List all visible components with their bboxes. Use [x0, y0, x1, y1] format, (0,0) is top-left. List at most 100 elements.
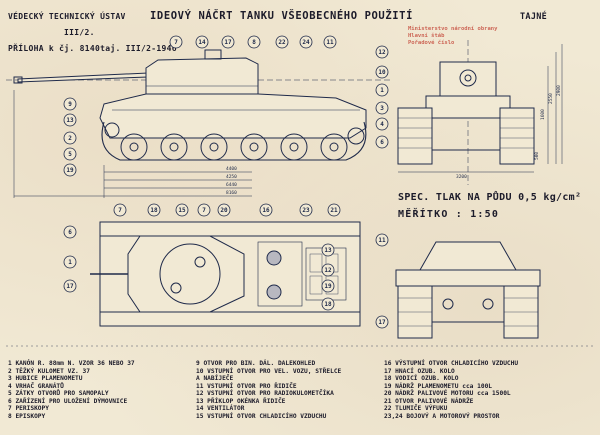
legend-column-1: 1 KANÓN R. 88mm N. VZOR 36 NEBO 37 2 TĚŽ…	[8, 360, 135, 420]
legend-item: 7 PERISKOPY	[8, 405, 49, 412]
callout-circle	[375, 315, 389, 329]
legend-item: 8 EPISKOPY	[8, 412, 46, 420]
callout-number: 11	[378, 237, 386, 244]
callout-number: 20	[220, 207, 228, 214]
callout-number: 6	[68, 229, 72, 236]
callout-circle	[63, 97, 77, 111]
callout-circle	[63, 255, 77, 269]
callout-number: 24	[302, 39, 310, 46]
callout-circle	[375, 117, 389, 131]
dim-length-4: 8160	[226, 190, 237, 196]
callout-number: 14	[198, 39, 206, 46]
callout-number: 18	[324, 301, 332, 308]
stamp-line: Pořadové číslo	[408, 40, 455, 46]
callout-number: 16	[262, 207, 270, 214]
callout-number: 6	[380, 139, 384, 146]
callout-number: 7	[202, 207, 206, 214]
callout-number: 17	[66, 283, 74, 290]
side-view	[13, 49, 367, 161]
legend-column-2: 9 OTVOR PRO BIN. DÁL. DALEKOHLED 10 VSTU…	[196, 360, 341, 420]
callout-number: 9	[68, 101, 72, 108]
org-name: VÉDECKÝ TECHNICKÝ ÚSTAV	[8, 12, 126, 21]
callout-circle	[195, 35, 209, 49]
callout-number: 1	[68, 259, 72, 266]
org-division: III/2.	[64, 28, 95, 37]
callout-circle	[147, 203, 161, 217]
stamp-line: Hlavní štáb	[408, 33, 445, 39]
callout-number: 4	[380, 121, 384, 128]
callout-circle	[217, 203, 231, 217]
dim-front-width: 3200	[456, 174, 467, 180]
callout-circle	[197, 203, 211, 217]
callout-number: 7	[174, 39, 178, 46]
legend-column-3: 16 VÝSTUPNÍ OTVOR CHLADICÍHO VZDUCHU 17 …	[384, 360, 518, 420]
callout-number: 7	[118, 207, 122, 214]
legend-item: 1 KANÓN R. 88mm N. VZOR 36 NEBO 37	[8, 360, 135, 367]
ground-pressure: SPEC. TLAK NA PŮDU 0,5 kg/cm²	[398, 192, 582, 203]
callout-number: 12	[324, 267, 332, 274]
callout-number: 17	[378, 319, 386, 326]
dim-length-2: 4250	[226, 174, 237, 180]
callout-number: 11	[326, 39, 334, 46]
callout-number: 12	[378, 49, 386, 56]
legend-item: 17 HNACÍ OZUB. KOLO	[384, 367, 455, 375]
rear-view	[395, 241, 541, 339]
callout-circle	[275, 35, 289, 49]
callout-number: 1	[380, 87, 384, 94]
legend-item: 18 VODICÍ OZUB. KOLO	[384, 375, 459, 382]
legend-item: 12 VSTUPNÍ OTVOR PRO RADIOKULOMETČÍKA	[196, 390, 334, 397]
callout-number: 13	[66, 117, 74, 124]
callout-circle	[259, 203, 273, 217]
callout-number: 15	[178, 207, 186, 214]
callout-circle	[323, 35, 337, 49]
legend-item: 14 VENTILÁTOR	[196, 405, 245, 412]
callout-circle	[375, 233, 389, 247]
plan-view	[90, 221, 361, 327]
classification-mark: TAJNÉ	[520, 12, 548, 22]
drawing-scale: MĚŘÍTKO : 1:50	[398, 209, 500, 220]
legend-item: 15 VSTUPNÍ OTVOR CHLADICÍHO VZDUCHU	[196, 412, 327, 420]
dim-front-height-1: 1600	[540, 109, 546, 120]
callout-circle	[321, 243, 335, 257]
dim-length-3: 6440	[226, 182, 237, 188]
callout-circle	[375, 101, 389, 115]
callout-circle	[375, 135, 389, 149]
callout-circle	[175, 203, 189, 217]
callout-circle	[169, 35, 183, 49]
registry-stamp: Ministerstvo národní obrany Hlavní štáb …	[408, 26, 497, 47]
callout-number: 5	[68, 151, 72, 158]
drawing-title: IDEOVÝ NÁČRT TANKU VŠEOBECNÉHO POUŽITÍ	[150, 10, 414, 22]
callout-number: 3	[380, 105, 384, 112]
callout-number: 21	[330, 207, 338, 214]
callout-number: 23	[302, 207, 310, 214]
stamp-line: Ministerstvo národní obrany	[408, 26, 498, 32]
dim-front-height-2: 2550	[548, 93, 554, 104]
legend-item: 22 TLUMIČE VÝFUKU	[384, 405, 448, 412]
dimension-labels: 4400 4250 6440 8160 3200 1600 2550 2900 …	[226, 85, 562, 196]
callout-circle	[63, 113, 77, 127]
callout-number: 2	[68, 135, 72, 142]
callout-number: 8	[252, 39, 256, 46]
callout-circle	[321, 279, 335, 293]
callout-circle	[321, 297, 335, 311]
legend-item: A NABÍJEČE	[196, 375, 234, 382]
callout-number: 17	[224, 39, 232, 46]
callout-circle	[221, 35, 235, 49]
legend-item: 20 NÁDRŽ PALIVOVÉ MOTORU cca 1500L	[384, 390, 511, 397]
legend-item: 3 HUBICE PLAMENOMETU	[8, 375, 83, 382]
legend-item: 16 VÝSTUPNÍ OTVOR CHLADICÍHO VZDUCHU	[384, 360, 519, 367]
legend-item: 11 VSTUPNÍ OTVOR PRO ŘIDIČE	[196, 382, 297, 390]
callout-circle	[247, 35, 261, 49]
callout-circle	[63, 131, 77, 145]
legend-item: 9 OTVOR PRO BIN. DÁL. DALEKOHLED	[196, 360, 316, 367]
callout-circle	[63, 279, 77, 293]
dim-front-height-3: 2900	[556, 85, 562, 96]
legend-item: 23,24 BOJOVÝ A MOTOROVÝ PROSTOR	[384, 412, 500, 420]
callout-number: 10	[378, 69, 386, 76]
callout-number: 13	[324, 247, 332, 254]
callout-circle	[63, 147, 77, 161]
callout-circle	[299, 35, 313, 49]
front-view	[397, 44, 563, 173]
